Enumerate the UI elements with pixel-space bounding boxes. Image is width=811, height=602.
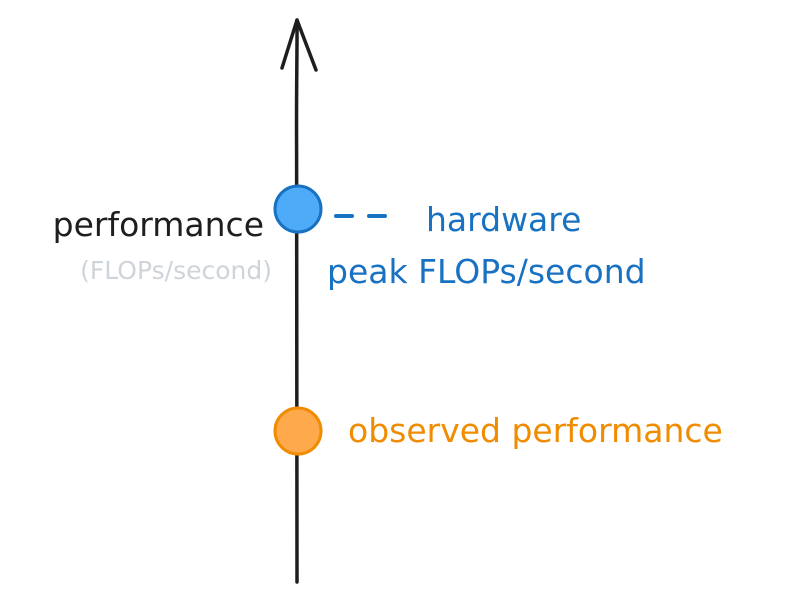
axis-unit-label: (FLOPs/second) (80, 256, 272, 285)
observed-performance-label: observed performance (348, 411, 723, 450)
vertical-axis-line (294, 18, 299, 584)
hardware-label: hardware (426, 200, 581, 239)
peak-flops-label: peak FLOPs/second (327, 252, 646, 291)
hardware-peak-marker (273, 184, 323, 234)
axis-label: performance (53, 205, 264, 244)
observed-performance-marker (273, 406, 323, 456)
axis-arrowhead-icon (280, 18, 318, 72)
